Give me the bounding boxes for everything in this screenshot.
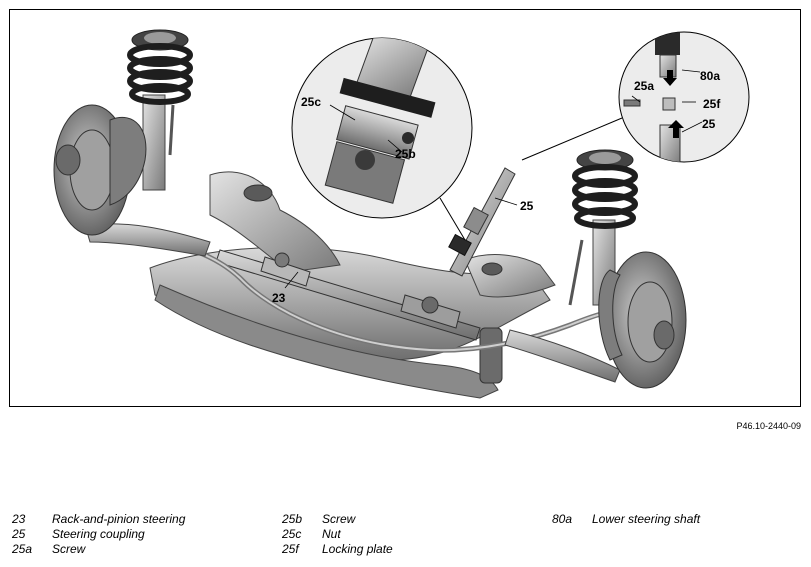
callout-25a: 25a [634, 79, 654, 93]
rack-and-pinion-steering [215, 249, 481, 341]
callout-25f: 25f [703, 97, 721, 111]
front-axle-illustration: 23 25 25c 25b 25a 80a 25f 25 [53, 29, 750, 399]
figure-reference-code: P46.10-2440-09 [736, 421, 801, 431]
callout-25: 25 [520, 199, 534, 213]
lower-shaft-detail-view [521, 31, 750, 163]
left-wheel-hub [53, 104, 147, 236]
callout-leaders [284, 69, 703, 289]
callout-25c: 25c [301, 95, 321, 109]
front-axle-carrier [149, 171, 556, 399]
right-wheel-hub [598, 251, 687, 389]
left-spring-strut [127, 29, 193, 191]
right-control-arm [504, 329, 621, 383]
coupling-detail-view [291, 37, 473, 241]
figure-frame: 23 25 25c 25b 25a 80a 25f 25 [9, 9, 801, 407]
left-control-arm [84, 223, 211, 257]
callout-80a: 80a [700, 69, 720, 83]
steering-coupling [448, 167, 516, 277]
callout-25b: 25b [395, 147, 416, 161]
callout-25-detail: 25 [702, 117, 716, 131]
callout-23: 23 [272, 291, 286, 305]
